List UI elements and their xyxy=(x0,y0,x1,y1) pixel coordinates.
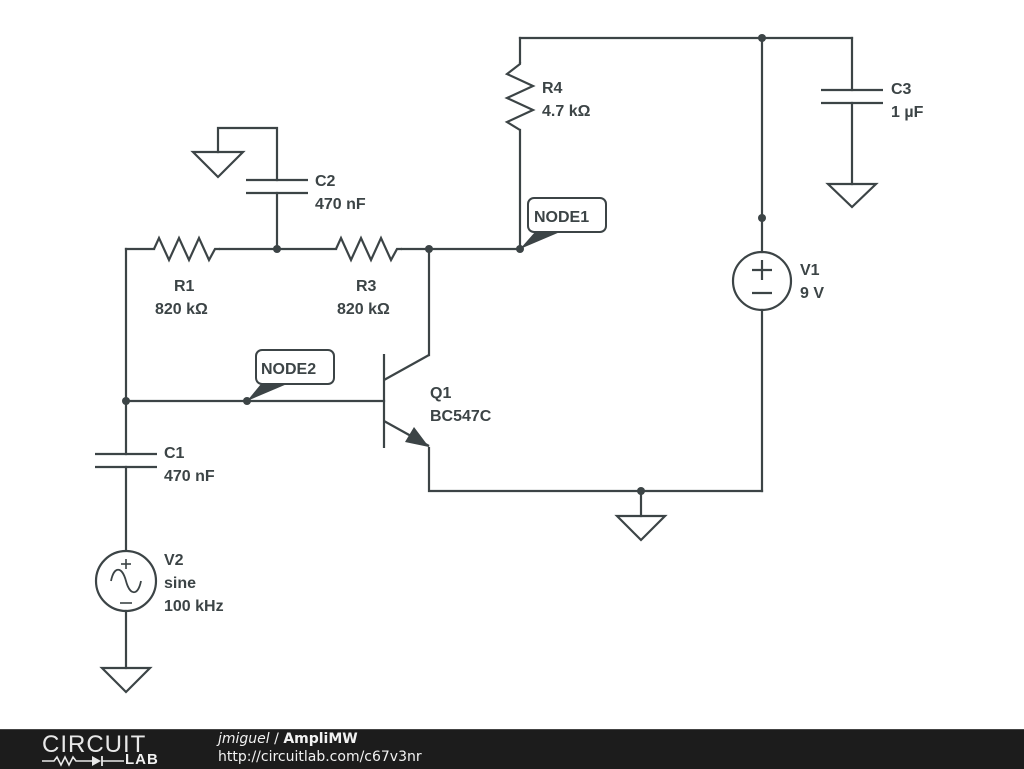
c3-value: 1 µF xyxy=(891,104,924,121)
c2-value: 470 nF xyxy=(315,196,366,213)
sine-wave-icon xyxy=(110,568,142,594)
junction-dot xyxy=(758,34,766,42)
junctions xyxy=(122,34,766,495)
c3-name: C3 xyxy=(891,81,912,98)
project-url[interactable]: http://circuitlab.com/c67v3nr xyxy=(218,749,422,765)
resistor-icon xyxy=(152,235,220,263)
junction-dot xyxy=(425,245,433,253)
r4-value: 4.7 kΩ xyxy=(542,103,591,120)
emitter-arrow-icon xyxy=(405,427,429,447)
capacitor-c1[interactable]: C1 470 nF xyxy=(95,445,215,485)
v1-name: V1 xyxy=(800,262,820,279)
junction-dot xyxy=(758,214,766,222)
node2-label: NODE2 xyxy=(261,361,316,378)
footer-bar: CIRCUIT LAB jmiguel / AmpliMW http://cir… xyxy=(0,729,1024,769)
c1-name: C1 xyxy=(164,445,185,462)
dc-source-icon xyxy=(731,250,793,312)
resistor-r3[interactable]: R3 820 kΩ xyxy=(334,235,402,318)
c2-name: C2 xyxy=(315,173,336,190)
voltage-source-v2[interactable]: V2 sine 100 kHz xyxy=(94,549,224,615)
ground-c3 xyxy=(825,182,879,209)
v2-type: sine xyxy=(164,575,196,592)
r3-name: R3 xyxy=(356,278,377,295)
circuitlab-logo[interactable]: CIRCUIT LAB xyxy=(40,731,180,768)
node1-label: NODE1 xyxy=(534,209,589,226)
node-label-node1[interactable]: NODE1 xyxy=(520,197,607,249)
q1-name: Q1 xyxy=(430,385,451,402)
v2-name: V2 xyxy=(164,552,184,569)
ground-icon xyxy=(99,666,153,694)
junction-dot xyxy=(273,245,281,253)
wire-emitter-rail xyxy=(427,446,764,493)
transistor-q1[interactable]: Q1 BC547C xyxy=(382,354,492,448)
v1-value: 9 V xyxy=(800,285,824,302)
project-name[interactable]: AmpliMW xyxy=(283,731,358,747)
ground-icon xyxy=(825,182,879,209)
r3-value: 820 kΩ xyxy=(337,301,390,318)
ground-icon xyxy=(190,150,246,179)
r1-value: 820 kΩ xyxy=(155,301,208,318)
logo-text-circuit: CIRCUIT xyxy=(42,731,147,758)
c1-value: 470 nF xyxy=(164,468,215,485)
r1-name: R1 xyxy=(174,278,195,295)
capacitor-c2[interactable]: C2 470 nF xyxy=(246,173,366,213)
ground-icon xyxy=(614,514,668,542)
ground-c2 xyxy=(190,150,246,179)
junction-dot xyxy=(122,397,130,405)
transistor-collector xyxy=(383,354,430,381)
ac-source-icon xyxy=(94,549,158,613)
resistor-r1[interactable]: R1 820 kΩ xyxy=(152,235,220,318)
v2-value: 100 kHz xyxy=(164,598,224,615)
title-separator: / xyxy=(269,731,284,747)
node-label-node2[interactable]: NODE2 xyxy=(247,349,335,401)
circuit-schematic: R1 820 kΩ R3 820 kΩ R4 4.7 kΩ C2 470 nF … xyxy=(94,34,924,694)
q1-value: BC547C xyxy=(430,408,492,425)
logo-text-lab: LAB xyxy=(125,751,159,768)
project-title: jmiguel / AmpliMW xyxy=(218,731,358,747)
node-label-box xyxy=(255,349,335,385)
wire-c2-top xyxy=(216,126,279,182)
resistor-r4[interactable]: R4 4.7 kΩ xyxy=(504,62,591,131)
node-pointer xyxy=(247,384,287,401)
resistor-icon xyxy=(504,62,536,131)
junction-dot xyxy=(637,487,645,495)
node-label-box xyxy=(527,197,607,233)
ground-main xyxy=(614,514,668,542)
author-name[interactable]: jmiguel xyxy=(218,731,270,747)
wires xyxy=(124,36,854,670)
resistor-diode-logo-icon xyxy=(42,755,124,767)
node-pointer xyxy=(520,232,560,249)
resistor-icon xyxy=(334,235,402,263)
r4-name: R4 xyxy=(542,80,563,97)
ground-v2 xyxy=(99,666,153,694)
capacitor-c3[interactable]: C3 1 µF xyxy=(821,81,924,121)
voltage-source-v1[interactable]: V1 9 V xyxy=(731,250,824,312)
